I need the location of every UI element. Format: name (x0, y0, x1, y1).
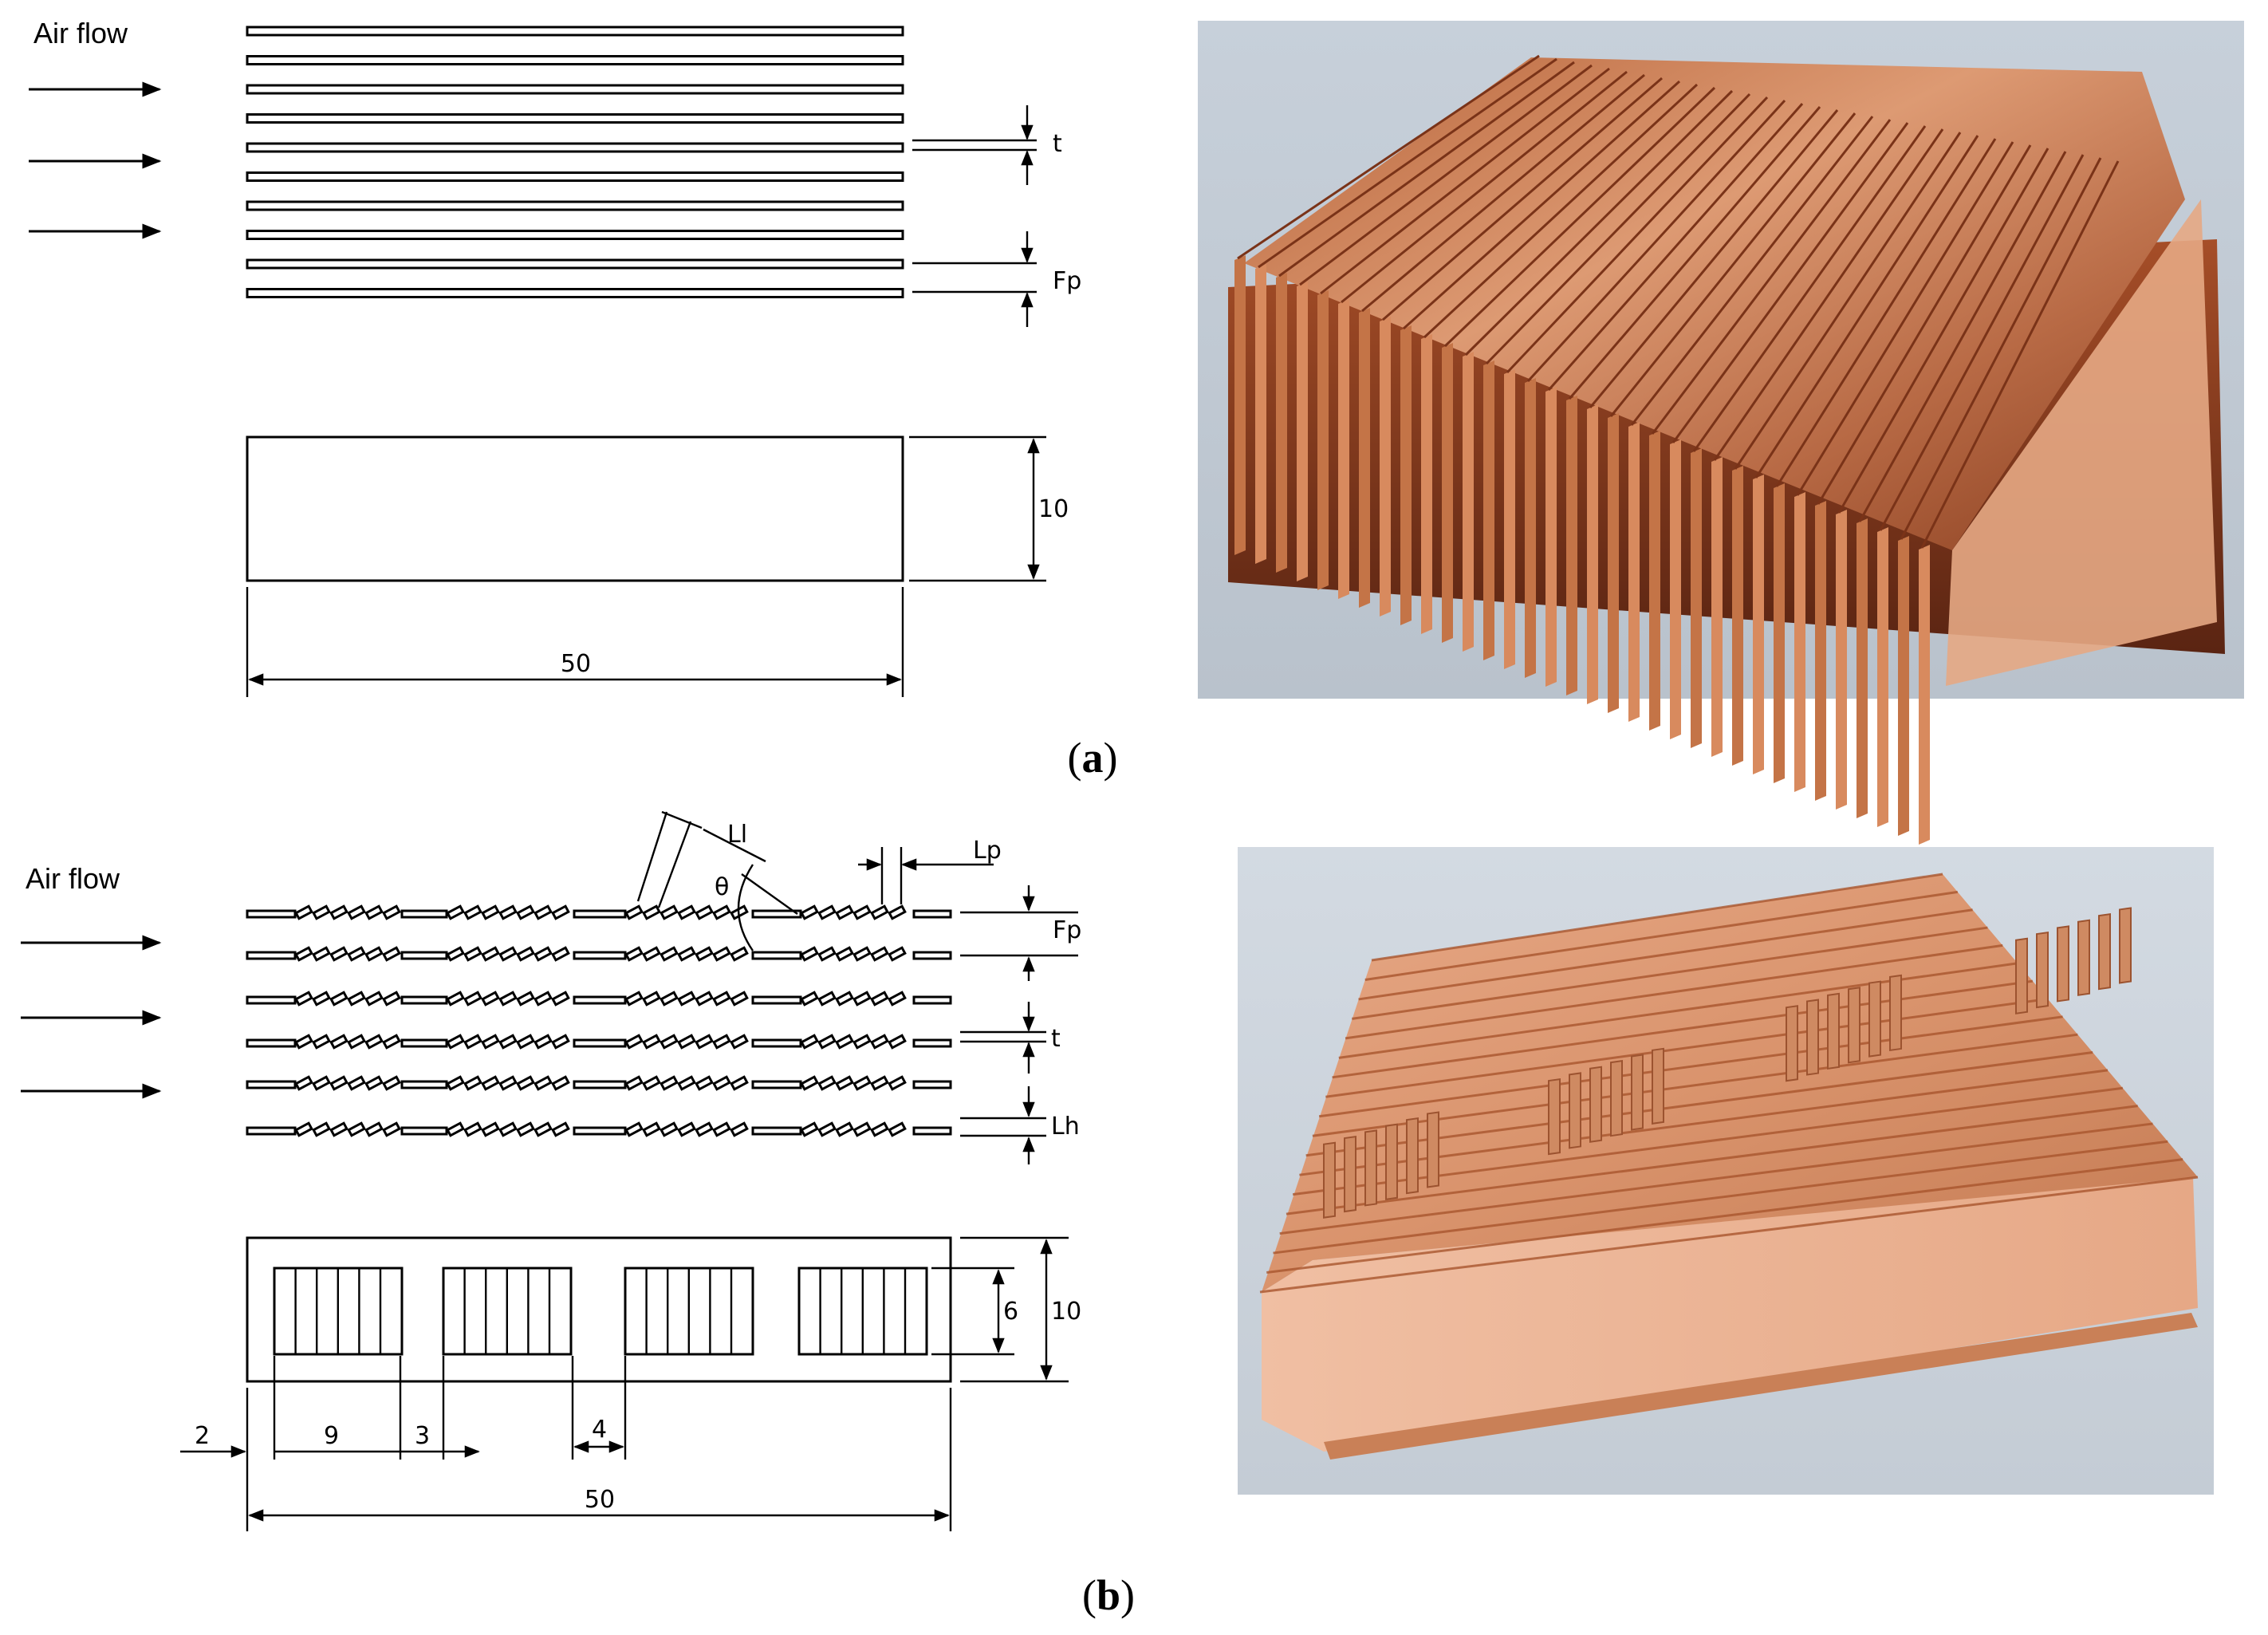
dim-theta-label-b: θ (715, 873, 729, 901)
dim-mid-gap-label-b: 4 (592, 1416, 607, 1444)
dim-length-label-b: 50 (585, 1486, 615, 1514)
plain-fin (246, 26, 904, 37)
dim-fp-label-b: Fp (1053, 916, 1081, 944)
dim-height-label-a: 10 (1038, 495, 1069, 523)
dim-bottom-b: 2 9 3 4 50 (180, 1356, 952, 1531)
dim-fp-a: Fp (912, 231, 1081, 327)
plain-fin (246, 55, 904, 65)
dim-bank-label-b: 9 (324, 1422, 339, 1450)
panel-a-drawing: Air flow t Fp 1 (29, 17, 1081, 697)
dim-fp-b: Fp (960, 885, 1081, 981)
dim-length-label-a: 50 (561, 650, 591, 678)
dim-height-a: 10 (909, 435, 1069, 582)
plain-fin-stack (246, 26, 904, 298)
louver-bank (797, 1267, 928, 1356)
plain-fin-photo (1198, 21, 2244, 845)
dim-t-a: t (912, 105, 1062, 185)
louver-bank (624, 1267, 754, 1356)
airflow-label-b: Air flow (26, 862, 120, 895)
dim-length-a: 50 (246, 587, 904, 697)
dim-t-label-a: t (1053, 130, 1062, 158)
dim-lp-label-b: Lp (973, 837, 1002, 865)
fin-side-view-b (246, 1236, 952, 1383)
dim-gap-label-b: 3 (415, 1422, 430, 1450)
caption-a: (a) (1068, 734, 1118, 782)
dim-ll-b: Ll (636, 810, 766, 908)
panel-b-drawing: Air flow Ll θ Lp (21, 810, 1081, 1531)
louvered-fin (246, 904, 952, 920)
fin-side-view-a (246, 435, 904, 582)
plain-fin (246, 171, 904, 182)
plain-fin (246, 230, 904, 240)
dim-t-label-b: t (1051, 1025, 1061, 1053)
dim-t-b: t (960, 1002, 1061, 1074)
plain-fin (246, 258, 904, 270)
dim-theta-b: θ (715, 864, 798, 951)
plain-fin (246, 200, 904, 211)
airflow-arrows-b (21, 935, 162, 1099)
dim-ll-label-b: Ll (727, 821, 747, 849)
louvered-fin-photo (1238, 847, 2214, 1495)
dim-height-b: 10 (960, 1236, 1081, 1383)
dim-lh-b: Lh (960, 1086, 1080, 1164)
plain-fin (246, 113, 904, 124)
caption-b: (b) (1082, 1571, 1135, 1619)
louver-bank (442, 1267, 573, 1356)
dim-lp-b: Lp (858, 837, 1002, 904)
dim-lh-label-b: Lh (1051, 1113, 1080, 1141)
dim-louver-height-label-b: 6 (1003, 1298, 1018, 1326)
dim-edge-label-b: 2 (195, 1422, 210, 1450)
plain-fin (246, 142, 904, 153)
plain-fin (246, 288, 904, 298)
louver-banks (273, 1267, 928, 1356)
louvered-fin-stack (246, 904, 952, 1137)
airflow-label-a: Air flow (33, 17, 128, 49)
louvered-fin (246, 946, 952, 962)
dim-louver-height-b: 6 (931, 1267, 1018, 1356)
airflow-arrows-a (29, 81, 162, 239)
plain-fin (246, 84, 904, 95)
louvered-fin (246, 1121, 952, 1137)
louvered-fin (246, 1075, 952, 1091)
louvered-fin (246, 1034, 952, 1050)
dim-height-label-b: 10 (1051, 1298, 1081, 1326)
louvered-fin (246, 991, 952, 1007)
dim-fp-label-a: Fp (1053, 267, 1081, 295)
louver-bank (273, 1267, 404, 1356)
